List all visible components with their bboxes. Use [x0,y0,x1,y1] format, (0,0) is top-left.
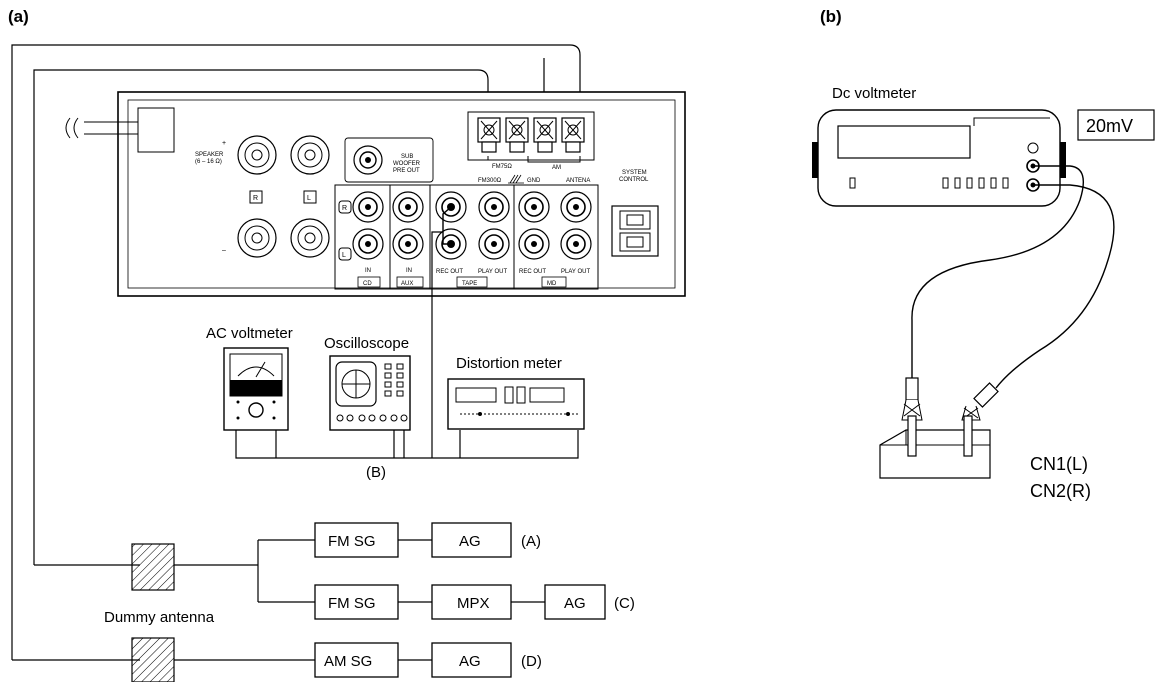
d-label: (D) [521,653,542,670]
speaker-ohm-label: (6 – 16 Ω) [195,159,222,165]
speaker-terminal-plus-l [290,135,330,175]
b-label: (B) [366,464,386,481]
dummy-antenna-fm [131,543,175,591]
cd-label: CD [363,281,372,287]
gnd-label: GND [527,178,541,184]
panel-b-label: (b) [820,7,842,26]
speaker-r-mark: R [253,195,258,202]
amplifier-rear-panel: SPEAKER (6 – 16 Ω) + – R L SUB WOOFER PR… [65,91,686,297]
md-rec-out-label: REC OUT [519,269,546,275]
distortion-meter-label: Distortion meter [456,355,562,372]
tape-label: TAPE [462,281,477,287]
tape-rec-out-label: REC OUT [436,269,463,275]
fm75-label: FM75Ω [492,164,512,170]
system-control-label-2: CONTROL [619,177,649,183]
c-label: (C) [614,595,635,612]
system-control-label-1: SYSTEM [622,170,647,176]
dc-voltmeter-label: Dc voltmeter [832,85,916,102]
range-label: 20mV [1086,116,1133,136]
jack-r-mark: R [342,205,347,212]
dc-voltmeter [812,109,1066,207]
fm-sg-2: FM SG [328,595,376,612]
speaker-label: SPEAKER [195,152,224,158]
cn1-label: CN1(L) [1030,454,1088,474]
oscilloscope-label: Oscilloscope [324,335,409,352]
distortion-meter [447,378,585,430]
ac-voltmeter [223,347,289,431]
antena-label: ANTENA [566,178,590,184]
range-box [1077,109,1155,141]
cn2-label: CN2(R) [1030,481,1091,501]
speaker-terminal-minus-r [237,218,277,258]
fm300-label: FM300Ω [478,178,502,184]
speaker-terminal-plus-r [237,135,277,175]
cn-connector [879,415,991,479]
speaker-l-mark: L [307,195,311,202]
instrument-wiring [235,430,579,459]
mpx: MPX [457,595,490,612]
speaker-terminal-minus-l [290,218,330,258]
panel-a-label: (a) [8,7,29,26]
antenna-wiring [11,44,581,661]
md-label: MD [547,281,557,287]
dummy-antenna-am [131,637,175,682]
oscilloscope [329,355,411,431]
minus-label: – [222,247,226,254]
sub-label-3: PRE OUT [393,168,420,174]
am-sg: AM SG [324,653,372,670]
generator-boxes [314,522,606,678]
sub-label-1: SUB [401,154,413,160]
cd-in-label: IN [365,268,371,274]
md-play-out-label: PLAY OUT [561,269,590,275]
fm-sg-1: FM SG [328,533,376,550]
dummy-antenna-label: Dummy antenna [104,609,215,626]
tape-play-out-label: PLAY OUT [478,269,507,275]
system-control-connectors [611,205,659,257]
probe-cables [911,165,1115,389]
am-label: AM [552,165,561,171]
jack-l-mark: L [342,252,346,259]
ag-1: AG [459,533,481,550]
ac-voltmeter-label: AC voltmeter [206,325,293,342]
probe-clip-right [961,382,999,421]
aux-label: AUX [401,281,413,287]
ag-3: AG [459,653,481,670]
sub-label-2: WOOFER [393,161,421,167]
a-label: (A) [521,533,541,550]
aux-in-label: IN [406,268,412,274]
jack-panel [334,184,599,290]
probe-clip-left [901,377,923,421]
generator-wiring [174,539,545,661]
sub-woofer-jack [353,145,383,175]
plus-label: + [222,140,226,147]
ag-2: AG [564,595,586,612]
